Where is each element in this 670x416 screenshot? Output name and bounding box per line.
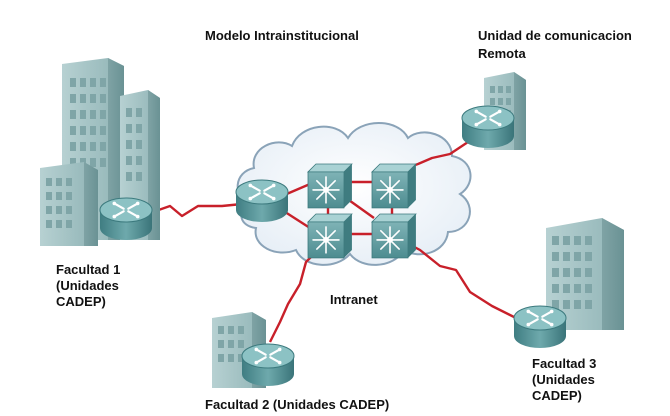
router-icon xyxy=(235,179,289,222)
switches xyxy=(307,163,417,259)
diagram-title: Modelo Intrainstitucional xyxy=(205,28,359,43)
remote-unit-label: Unidad de comunicacion Remota xyxy=(478,28,632,62)
faculty3-label-line3: CADEP) xyxy=(532,388,582,403)
remote-unit-label-line2: Remota xyxy=(478,46,526,61)
faculty1-label: Facultad 1 (Unidades CADEP) xyxy=(56,262,120,310)
faculty1-label-line2: (Unidades xyxy=(56,278,119,293)
link-faculty3-core xyxy=(389,232,517,320)
faculty1-label-line3: CADEP) xyxy=(56,294,106,309)
faculty2-label: Facultad 2 (Unidades CADEP) xyxy=(205,397,390,412)
router-icon xyxy=(461,105,515,148)
multilayer-switch-icon xyxy=(371,163,417,209)
router-icon xyxy=(513,305,567,348)
router-icon xyxy=(99,197,153,240)
faculty3-label: Facultad 3 (Unidades CADEP) xyxy=(532,356,596,404)
multilayer-switch-icon xyxy=(371,213,417,259)
router-icon xyxy=(241,343,295,386)
building-icon xyxy=(546,218,624,330)
link-faculty1-core xyxy=(149,202,243,218)
multilayer-switch-icon xyxy=(307,163,353,209)
faculty1-label-line1: Facultad 1 xyxy=(56,262,121,277)
routers xyxy=(99,105,567,386)
link-switch-diag xyxy=(345,197,375,219)
remote-unit-label-line1: Unidad de comunicacion xyxy=(478,28,632,43)
faculty3-label-line2: (Unidades xyxy=(532,372,595,387)
faculty3-label-line1: Facultad 3 xyxy=(532,356,597,371)
multilayer-switch-icon xyxy=(307,213,353,259)
intranet-label: Intranet xyxy=(330,292,378,307)
